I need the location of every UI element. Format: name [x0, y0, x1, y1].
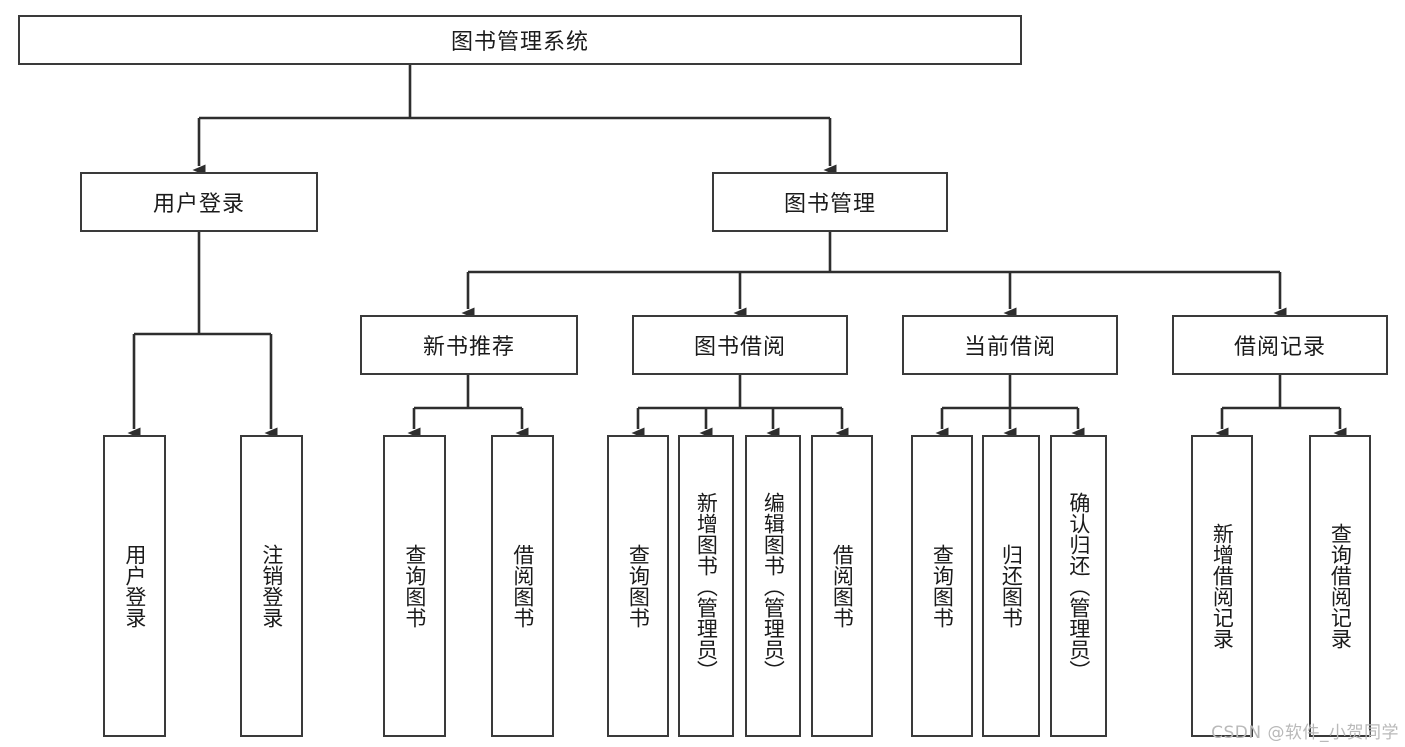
- node-label: 归还图书: [999, 544, 1024, 628]
- node-borrow-record[interactable]: 借阅记录: [1172, 315, 1388, 375]
- node-label: 编辑图书（管理员）: [761, 491, 786, 681]
- node-label: 查询图书: [402, 544, 427, 628]
- node-label: 图书管理: [783, 192, 876, 217]
- node-leaf-query-record[interactable]: 查询借阅记录: [1309, 435, 1371, 737]
- node-label: 用户登录: [122, 544, 147, 628]
- node-book-manage[interactable]: 图书管理: [712, 172, 948, 232]
- node-label: 当前借阅: [963, 335, 1056, 360]
- node-leaf-add-record[interactable]: 新增借阅记录: [1191, 435, 1253, 737]
- node-label: 查询图书: [930, 544, 955, 628]
- node-label: 借阅记录: [1233, 335, 1326, 360]
- node-leaf-return-book[interactable]: 归还图书: [982, 435, 1040, 737]
- node-leaf-query-book-2[interactable]: 查询图书: [607, 435, 669, 737]
- node-leaf-confirm-return[interactable]: 确认归还（管理员）: [1050, 435, 1107, 737]
- node-label: 确认归还（管理员）: [1066, 491, 1091, 681]
- node-label: 借阅图书: [830, 544, 855, 628]
- node-leaf-logout[interactable]: 注销登录: [240, 435, 303, 737]
- node-label: 图书管理系统: [450, 30, 589, 55]
- node-leaf-query-book-1[interactable]: 查询图书: [383, 435, 446, 737]
- node-label: 注销登录: [259, 544, 284, 628]
- node-root-book-management-system[interactable]: 图书管理系统: [18, 15, 1022, 65]
- node-user-login[interactable]: 用户登录: [80, 172, 318, 232]
- node-leaf-user-login[interactable]: 用户登录: [103, 435, 166, 737]
- node-label: 新增图书（管理员）: [694, 491, 719, 681]
- node-label: 用户登录: [152, 192, 245, 217]
- node-new-book-recommend[interactable]: 新书推荐: [360, 315, 578, 375]
- node-label: 查询图书: [626, 544, 651, 628]
- node-leaf-borrow-book-1[interactable]: 借阅图书: [491, 435, 554, 737]
- node-leaf-add-book[interactable]: 新增图书（管理员）: [678, 435, 734, 737]
- node-label: 借阅图书: [510, 544, 535, 628]
- node-leaf-query-book-3[interactable]: 查询图书: [911, 435, 973, 737]
- node-leaf-borrow-book-2[interactable]: 借阅图书: [811, 435, 873, 737]
- node-label: 查询借阅记录: [1328, 523, 1353, 649]
- node-book-borrow[interactable]: 图书借阅: [632, 315, 848, 375]
- node-current-borrow[interactable]: 当前借阅: [902, 315, 1118, 375]
- node-leaf-edit-book[interactable]: 编辑图书（管理员）: [745, 435, 801, 737]
- node-label: 新书推荐: [422, 335, 515, 360]
- node-label: 新增借阅记录: [1210, 523, 1235, 649]
- csdn-watermark: CSDN @软件_小贺同学: [1211, 723, 1399, 743]
- node-label: 图书借阅: [693, 335, 786, 360]
